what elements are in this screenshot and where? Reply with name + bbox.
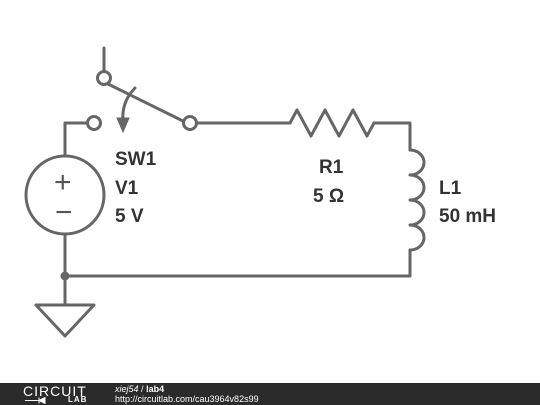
source-plus-sign: + xyxy=(54,166,72,199)
switch-top-terminal xyxy=(96,70,112,86)
circuitlab-logo-text[interactable]: CIRCUIT xyxy=(23,383,87,399)
footer-bar: CIRCUIT LAB xiej54 / lab4 http://circuit… xyxy=(0,383,540,405)
voltage-source-symbol xyxy=(24,154,106,236)
circuitlab-logo-lab[interactable]: LAB xyxy=(68,395,88,404)
switch-blade xyxy=(102,80,189,125)
inductor-value: 50 mH xyxy=(439,206,497,227)
inductor-symbol xyxy=(408,148,426,252)
circuitlab-logo-icon xyxy=(25,397,46,404)
junction-node xyxy=(60,271,70,281)
schematic-canvas: + − SW1 V1 5 V R1 5 Ω L1 50 mH xyxy=(24,46,497,338)
circuit-diagram xyxy=(24,46,426,338)
wire-top-right xyxy=(372,121,412,152)
circuit-url-link[interactable]: http://circuitlab.com/cau3964v82s99 xyxy=(115,394,259,404)
source-value: 5 V xyxy=(115,206,144,227)
wire-bottom xyxy=(63,248,412,278)
circuit-title-link[interactable]: lab4 xyxy=(146,384,165,394)
wire-left-top xyxy=(63,121,96,157)
source-minus-sign: − xyxy=(55,196,73,229)
title-separator: / xyxy=(141,384,144,394)
resistor-symbol xyxy=(288,108,376,138)
switch-right-terminal xyxy=(182,115,198,131)
footer-title-line: xiej54 / lab4 xyxy=(115,384,164,394)
inductor-label: L1 xyxy=(439,178,462,199)
source-label: V1 xyxy=(115,178,139,199)
resistor-label: R1 xyxy=(319,157,344,178)
switch-left-terminal xyxy=(86,115,102,131)
switch-label: SW1 xyxy=(115,149,157,170)
switch-arrow-icon xyxy=(116,117,130,134)
author-link[interactable]: xiej54 xyxy=(115,384,139,394)
resistor-value: 5 Ω xyxy=(313,186,345,207)
ground-symbol xyxy=(34,303,96,338)
